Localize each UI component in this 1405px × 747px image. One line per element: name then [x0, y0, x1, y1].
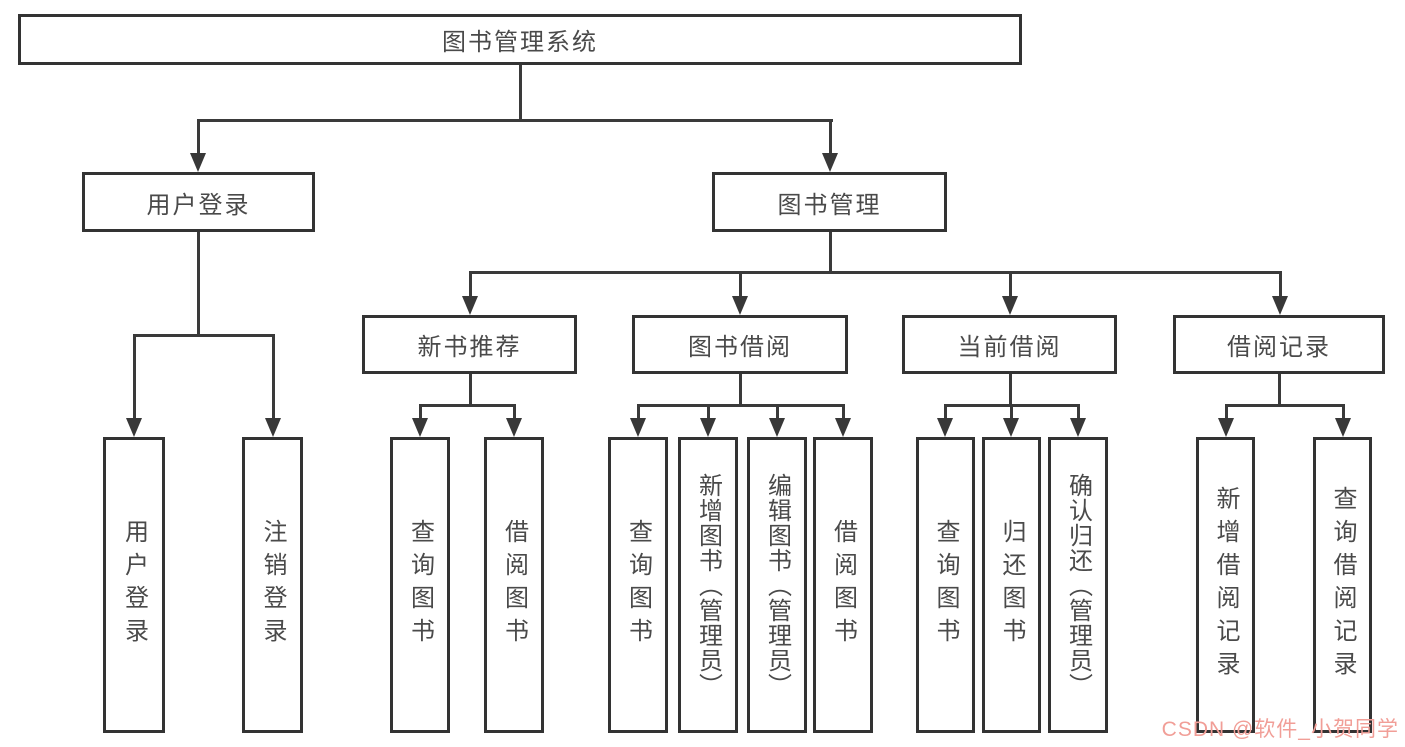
leaf-records-query-record: 查询借阅记录	[1313, 437, 1372, 733]
connector-vline	[133, 334, 136, 420]
connector-vline	[739, 271, 742, 298]
leaf-newrec-borrow-books: 借阅图书	[484, 437, 544, 733]
connector-vline	[513, 404, 516, 420]
connector-vline	[944, 404, 947, 420]
connector-vline	[637, 404, 640, 420]
node-label: 新增借阅记录	[1212, 486, 1239, 684]
node-label: 查询图书	[624, 519, 652, 651]
connector-hline	[197, 119, 833, 122]
connector-vline	[842, 404, 845, 420]
node-label: 图书管理	[777, 191, 882, 219]
arrow-down-icon	[700, 418, 716, 437]
node-user-login: 用户登录	[82, 172, 315, 232]
arrow-down-icon	[1335, 418, 1351, 437]
leaf-current-return-books: 归还图书	[982, 437, 1041, 733]
leaf-records-add-record: 新增借阅记录	[1196, 437, 1255, 733]
node-current-borrow: 当前借阅	[902, 315, 1117, 374]
leaf-current-query-books: 查询图书	[916, 437, 975, 733]
connector-vline	[419, 404, 422, 420]
arrow-down-icon	[1003, 418, 1019, 437]
connector-vline	[1077, 404, 1080, 420]
arrow-down-icon	[822, 153, 838, 172]
leaf-borrow-borrow-books: 借阅图书	[813, 437, 873, 733]
connector-vline	[469, 374, 472, 407]
connector-vline	[776, 404, 779, 420]
connector-vline	[519, 65, 522, 121]
arrow-down-icon	[190, 153, 206, 172]
node-label: 借阅记录	[1227, 334, 1331, 361]
leaf-borrow-add-books-admin: 新增图书（管理员）	[678, 437, 738, 733]
arrow-down-icon	[835, 418, 851, 437]
node-label: 当前借阅	[957, 334, 1062, 361]
connector-vline	[707, 404, 710, 420]
node-label: 注销登录	[259, 519, 286, 651]
connector-vline	[469, 271, 472, 298]
connector-vline	[1279, 271, 1282, 298]
leaf-current-confirm-return-admin: 确认归还（管理员）	[1048, 437, 1108, 733]
leaf-borrow-query-books: 查询图书	[608, 437, 668, 733]
arrow-down-icon	[937, 418, 953, 437]
connector-vline	[739, 374, 742, 407]
connector-vline	[829, 119, 832, 155]
connector-vline	[1342, 404, 1345, 420]
node-borrow-records: 借阅记录	[1173, 315, 1385, 374]
node-label: 归还图书	[998, 519, 1025, 651]
node-label: 新增图书（管理员）	[694, 472, 722, 698]
node-label: 查询图书	[406, 519, 434, 651]
connector-vline	[1009, 271, 1012, 298]
node-label: 图书管理系统	[442, 29, 598, 56]
arrow-down-icon	[462, 296, 478, 315]
node-new-book-recommend: 新书推荐	[362, 315, 577, 374]
node-book-management: 图书管理	[712, 172, 947, 232]
leaf-logout-login: 注销登录	[242, 437, 303, 733]
node-label: 图书借阅	[688, 334, 792, 361]
leaf-user-login: 用户登录	[103, 437, 165, 733]
connector-vline	[1278, 374, 1281, 407]
node-label: 查询图书	[932, 519, 959, 651]
arrow-down-icon	[1002, 296, 1018, 315]
node-label: 用户登录	[120, 519, 148, 651]
arrow-down-icon	[630, 418, 646, 437]
arrow-down-icon	[506, 418, 522, 437]
connector-hline	[133, 334, 275, 337]
connector-vline	[1225, 404, 1228, 420]
node-label: 查询借阅记录	[1329, 486, 1356, 684]
connector-hline	[637, 404, 845, 407]
connector-vline	[1010, 404, 1013, 420]
node-book-borrow: 图书借阅	[632, 315, 848, 374]
connector-hline	[1225, 404, 1345, 407]
leaf-borrow-edit-books-admin: 编辑图书（管理员）	[747, 437, 807, 733]
connector-hline	[419, 404, 516, 407]
leaf-newrec-query-books: 查询图书	[390, 437, 450, 733]
node-label: 确认归还（管理员）	[1064, 472, 1092, 698]
connector-hline	[469, 271, 1282, 274]
connector-vline	[197, 232, 200, 337]
connector-vline	[1009, 374, 1012, 407]
node-label: 新书推荐	[417, 334, 522, 361]
connector-vline	[197, 119, 200, 155]
node-label: 借阅图书	[500, 519, 528, 651]
connector-vline	[829, 232, 832, 274]
arrow-down-icon	[1070, 418, 1086, 437]
arrow-down-icon	[1218, 418, 1234, 437]
csdn-watermark: CSDN @软件_小贺同学	[1161, 718, 1399, 741]
node-root-library-system: 图书管理系统	[18, 14, 1022, 65]
connector-vline	[272, 334, 275, 420]
arrow-down-icon	[126, 418, 142, 437]
node-label: 编辑图书（管理员）	[763, 472, 791, 698]
arrow-down-icon	[1272, 296, 1288, 315]
arrow-down-icon	[265, 418, 281, 437]
node-label: 用户登录	[146, 191, 251, 219]
arrow-down-icon	[412, 418, 428, 437]
node-label: 借阅图书	[829, 519, 857, 651]
arrow-down-icon	[732, 296, 748, 315]
arrow-down-icon	[769, 418, 785, 437]
